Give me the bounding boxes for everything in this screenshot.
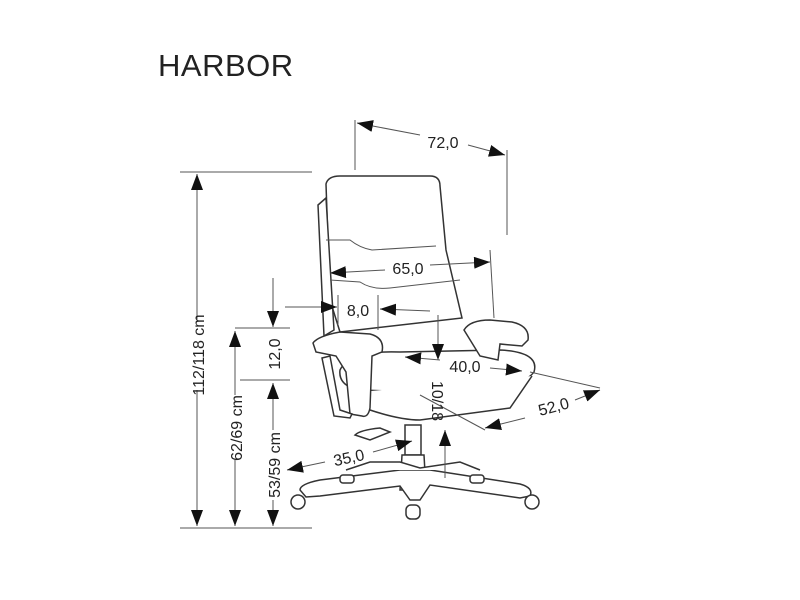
chair-illustration [290, 175, 540, 520]
armrest-width-label: 8,0 [347, 303, 369, 320]
armrest-above-seat-label: 12,0 [267, 338, 284, 369]
total-height-label: 112/118 cm [191, 314, 208, 395]
seat-depth-label: 52,0 [537, 395, 572, 420]
dimension-arrows [191, 120, 601, 526]
seat-width-label: 40,0 [449, 359, 480, 376]
seat-thickness-label: 10/18 [428, 381, 445, 421]
armrest-height-label: 62/69 cm [229, 395, 246, 461]
base-radius-label: 35,0 [332, 447, 366, 470]
product-title: HARBOR [158, 48, 294, 83]
seat-height-label: 53/59 cm [267, 432, 284, 498]
total-width-label: 72,0 [427, 135, 458, 152]
backrest-width-label: 65,0 [392, 261, 423, 278]
